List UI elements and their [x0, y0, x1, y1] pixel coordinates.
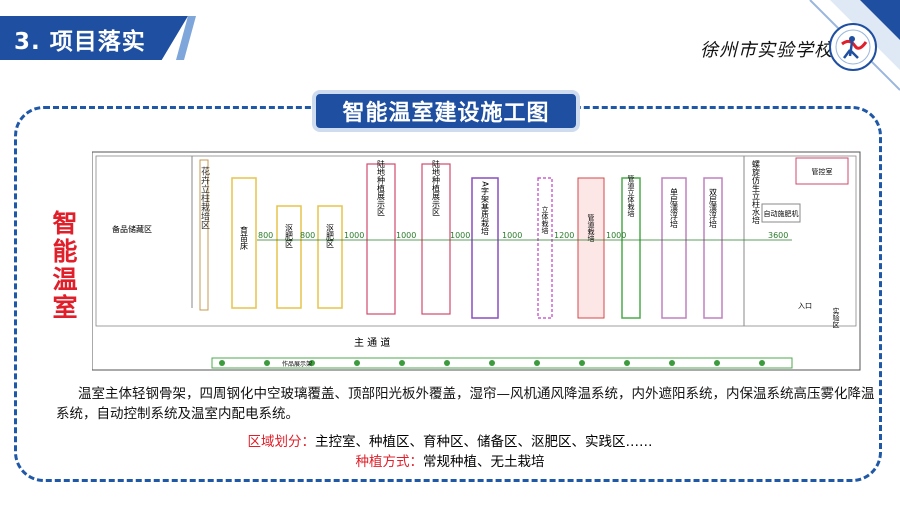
- label-storage: 备品储藏区: [112, 224, 152, 234]
- label-compost-1: 沤肥区: [285, 224, 294, 248]
- dim-4: 1000: [450, 231, 470, 240]
- side-label: 智能温室: [52, 209, 78, 322]
- dim-8: 3600: [768, 231, 788, 240]
- label-lab: 实验区: [832, 307, 840, 329]
- dim-5: 1000: [502, 231, 522, 240]
- label-room: 管控室: [812, 167, 833, 176]
- label-compost-2: 沤肥区: [326, 224, 335, 248]
- label-single-float: 单层漂浮培: [670, 187, 679, 229]
- label-auto-fert: 自动施肥机: [764, 209, 799, 218]
- zones-label: 区域划分：: [247, 434, 316, 450]
- planting-label: 种植方式：: [355, 454, 424, 470]
- school-name: 徐州市实验学校: [700, 40, 833, 61]
- dim-7: 1000: [606, 231, 626, 240]
- greenhouse-plan: 备品储藏区 花卉立柱栽培区 育苗床 沤肥区 沤肥区 陆地种植展示区 陆地种植展示…: [92, 151, 861, 371]
- zones-line: 区域划分：主控室、种植区、育种区、储备区、沤肥区、实践区……: [0, 430, 900, 450]
- section-banner: [0, 16, 188, 60]
- dim-1: 800: [300, 231, 315, 240]
- label-display: 作品展示架: [282, 360, 312, 368]
- page-title: 智能温室建设施工图: [312, 90, 580, 132]
- zones-value: 主控室、种植区、育种区、储备区、沤肥区、实践区……: [315, 434, 653, 450]
- label-spiral: 螺旋仿生立柱水培: [752, 159, 761, 225]
- label-land-1: 陆地种植展示区: [377, 159, 386, 216]
- dim-3: 1000: [396, 231, 416, 240]
- dim-6: 1200: [554, 231, 574, 240]
- planting-line: 种植方式：常规种植、无土栽培: [0, 450, 900, 470]
- label-seedbed: 育苗床: [240, 225, 249, 251]
- description-paragraph: 温室主体轻钢骨架，四周钢化中空玻璃覆盖、顶部阳光板外覆盖，湿帘—风机通风降温系统…: [56, 386, 875, 422]
- label-flower: 花卉立柱栽培区: [199, 165, 210, 229]
- label-entrance: 入口: [798, 302, 812, 310]
- label-pipe: 管道栽培: [587, 213, 595, 243]
- label-pipe-3d: 管道立体栽培: [627, 174, 635, 218]
- label-land-2: 陆地种植展示区: [432, 159, 441, 216]
- section-title: 3. 项目落实: [14, 29, 146, 55]
- label-road: 主 通 道: [354, 336, 390, 349]
- label-trough: 立体栽培: [541, 205, 549, 235]
- label-a-frame: A字架基质栽培: [481, 181, 490, 236]
- label-double-float: 双层漂浮培: [709, 188, 718, 229]
- dim-2: 1000: [344, 231, 364, 240]
- school-logo-icon: [829, 23, 877, 71]
- planting-value: 常规种植、无土栽培: [423, 454, 545, 470]
- dim-0: 800: [258, 231, 273, 240]
